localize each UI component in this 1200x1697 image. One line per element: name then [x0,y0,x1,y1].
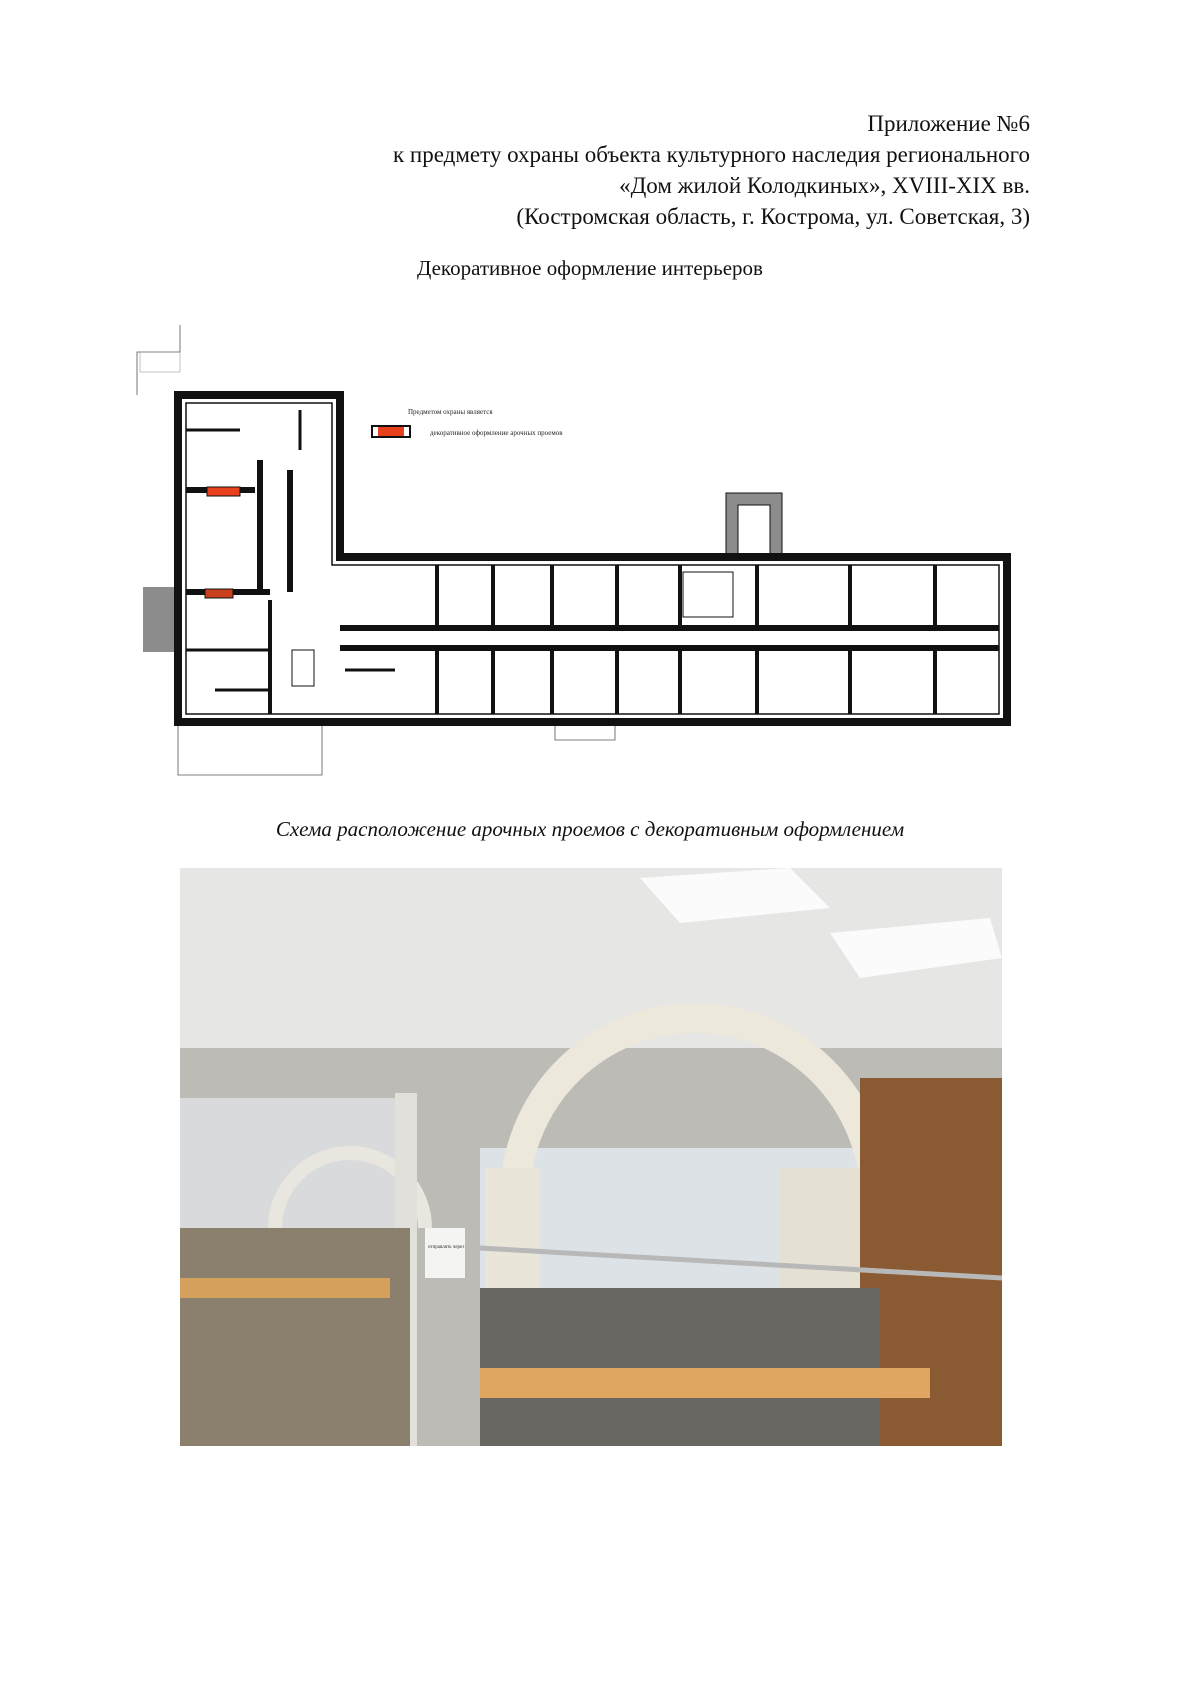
interior-walls [186,410,999,714]
tower-annex [725,492,783,561]
photo-image: отправлять через [180,868,1002,1446]
decorated-arch-marker [204,588,234,599]
legend-item: декоративное оформление арочных проемов [430,429,563,437]
dimension-line [554,725,616,741]
railing [479,1245,1002,1281]
legend-title: Предметом охраны является [408,408,493,416]
inner-wall-line [185,402,1000,715]
background-arch [268,1146,432,1229]
appendix-number: Приложение №6 [867,111,1030,136]
desk [480,1368,930,1398]
decorated-arch-marker [206,486,241,497]
header-line: к предмету охраны объекта культурного на… [393,142,1030,167]
staircase [682,571,734,618]
floor-plan: Предметом охраны является декоративное о… [136,325,1011,776]
annex-block [143,587,179,652]
outer-walls [174,391,1011,726]
dimension-note-box [139,351,181,373]
ceiling-light [830,918,1002,978]
legend-swatch [378,427,404,436]
decorative-arch [500,1003,890,1199]
dimension-line [177,725,323,776]
document-header: Приложение №6 к предмету охраны объекта … [393,108,1030,232]
paper-sign [425,1228,465,1278]
interior-photo: отправлять через [180,868,1002,1446]
desk [180,1278,390,1298]
figure-caption: Схема расположение арочных проемов с дек… [275,817,905,841]
header-address: (Костромская область, г. Кострома, ул. С… [516,204,1030,229]
staircase [291,649,315,687]
section-title: Декоративное оформление интерьеров [417,256,763,280]
dimension-line [136,325,181,395]
ceiling-light [640,868,830,923]
header-object-name: «Дом жилой Колодкиных», XVIII-XIX вв. [619,173,1030,198]
sign-text: отправлять через [428,1245,464,1250]
